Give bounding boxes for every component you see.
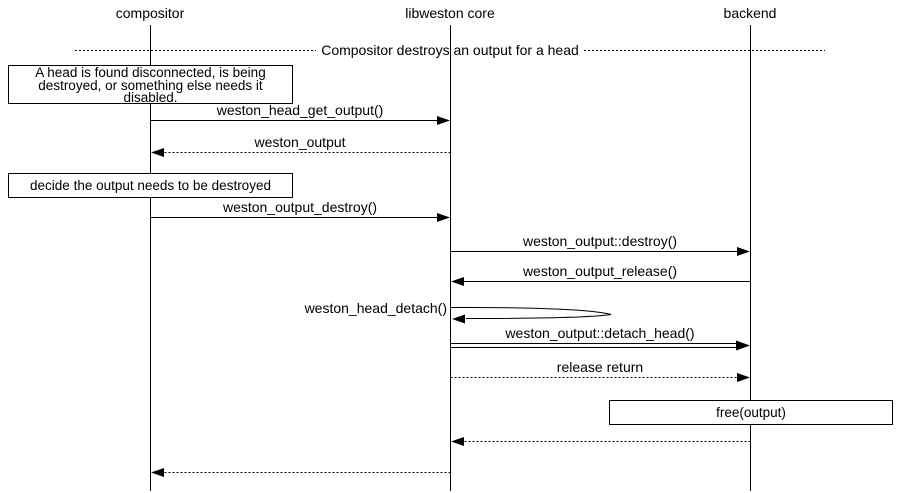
arrow-weston-output-destroy-vfunc: [450, 247, 750, 256]
arrow-weston-head-get-output: [150, 116, 450, 125]
note-decide-destroy: decide the output needs to be destroyed: [8, 173, 293, 198]
message-label-weston-output-return: weston_output: [254, 134, 346, 150]
lifeline-compositor-label: compositor: [115, 5, 185, 21]
message-label-release-return: release return: [556, 359, 644, 375]
arrow-weston-head-detach-self: [450, 306, 612, 324]
arrow-weston-output-detach-head: [450, 340, 750, 351]
divider-title: Compositor destroys an output for a head: [321, 42, 579, 58]
arrow-return-backend-to-core: [451, 437, 751, 446]
lifeline-libweston-core-label: libweston core: [405, 5, 495, 21]
message-label-weston-output-destroy: weston_output_destroy(): [222, 199, 378, 215]
arrow-weston-output-destroy: [150, 213, 450, 222]
arrow-release-return: [450, 373, 750, 382]
lifeline-backend-label: backend: [723, 5, 777, 21]
note-head-disconnected: A head is found disconnected, is being d…: [8, 65, 293, 104]
message-label-weston-output-release: weston_output_release(): [522, 263, 678, 279]
arrow-return-core-to-compositor: [151, 468, 451, 477]
message-label-weston-output-destroy-vfunc: weston_output::destroy(): [522, 233, 678, 249]
note-free-output: free(output): [609, 400, 893, 425]
message-label-weston-head-get-output: weston_head_get_output(): [216, 102, 384, 118]
arrow-weston-output-release: [451, 277, 751, 286]
message-label-weston-output-detach-head: weston_output::detach_head(): [505, 325, 695, 341]
arrow-weston-output-return: [151, 148, 451, 157]
message-label-weston-head-detach: weston_head_detach(): [304, 300, 447, 316]
